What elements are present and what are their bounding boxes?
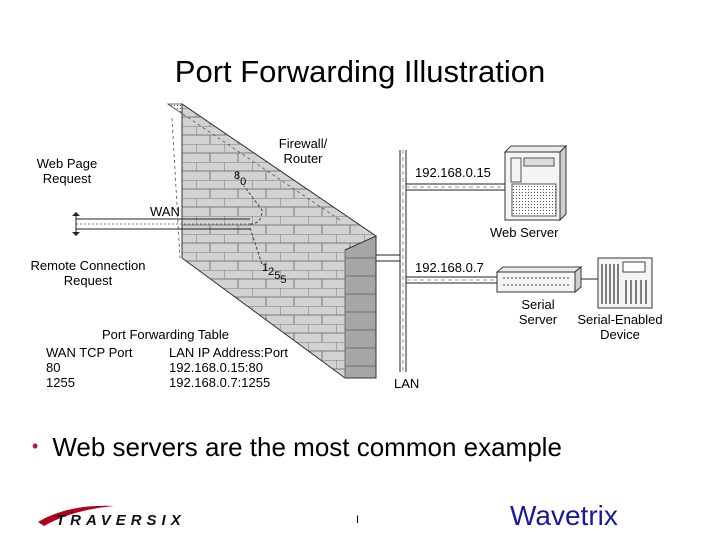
port-forwarding-table: WAN TCP Port LAN IP Address:Port 80 192.… <box>46 345 288 390</box>
port-80-digit-1: 8 <box>234 170 241 182</box>
firewall-router-line1: Firewall/ <box>278 136 328 151</box>
port-forwarding-table-title: Port Forwarding Table <box>102 327 229 342</box>
web-page-request-line1: Web Page <box>36 156 98 171</box>
port-1255-marker: 1255 <box>262 262 287 286</box>
table-cell-lan-address: 192.168.0.7:1255 <box>169 375 271 390</box>
firewall-router-label: Firewall/ Router <box>268 136 338 166</box>
lan-label: LAN <box>394 376 420 391</box>
port-80-marker: 80 <box>234 170 246 188</box>
wan-pipe <box>72 212 250 236</box>
web-server-label: Web Server <box>490 225 559 240</box>
slide-title: Port Forwarding Illustration <box>174 54 546 89</box>
port-1255-digit-2: 2 <box>268 266 275 278</box>
lan-backbone <box>376 150 505 372</box>
serial-server-icon <box>495 265 583 294</box>
table-header-lan-address: LAN IP Address:Port <box>169 345 288 360</box>
traversix-logo-text: TRAVERSIX <box>56 512 186 529</box>
bullet-text: Web servers are the most common example <box>52 432 562 462</box>
serial-server-ip-label: 192.168.0.7 <box>415 260 484 275</box>
serial-server-label: Serial Server <box>506 297 570 327</box>
web-page-request-line2: Request <box>42 171 92 186</box>
remote-connection-line1: Remote Connection <box>30 258 146 273</box>
table-cell-wan-port: 1255 <box>46 375 75 390</box>
traversix-logo: TRAVERSIX <box>38 505 186 529</box>
wan-label: WAN <box>150 204 180 219</box>
table-cell-lan-address: 192.168.0.15:80 <box>169 360 263 375</box>
table-header-wan-port: WAN TCP Port <box>46 345 133 360</box>
port-1255-digit-3: 5 <box>274 270 281 282</box>
firewall-router-line2: Router <box>283 151 323 166</box>
web-server-ip-label: 192.168.0.15 <box>415 165 491 180</box>
remote-connection-line2: Request <box>63 273 113 288</box>
table-header-row: WAN TCP Port LAN IP Address:Port <box>46 345 288 360</box>
port-80-digit-2: 0 <box>240 176 247 188</box>
slide-marker: I <box>356 514 360 526</box>
serial-device-line1: Serial-Enabled <box>577 312 663 327</box>
remote-connection-request-label: Remote Connection Request <box>20 258 156 288</box>
serial-device-line2: Device <box>600 327 640 342</box>
web-server-icon <box>503 144 568 222</box>
firewall-wall-side <box>344 235 377 379</box>
table-row: 1255 192.168.0.7:1255 <box>46 375 288 390</box>
table-row: 80 192.168.0.15:80 <box>46 360 288 375</box>
serial-device-icon <box>597 257 653 309</box>
port-1255-digit-1: 1 <box>262 262 269 274</box>
bullet-dot-icon: • <box>32 436 39 456</box>
bullet-item: • Web servers are the most common example <box>32 432 562 463</box>
serial-server-line1: Serial <box>521 297 555 312</box>
wavetrix-brand: Wavetrix <box>510 500 618 531</box>
web-page-request-label: Web Page Request <box>26 156 108 186</box>
table-cell-wan-port: 80 <box>46 360 61 375</box>
port-1255-digit-4: 5 <box>280 274 287 286</box>
serial-device-label: Serial-Enabled Device <box>572 312 668 342</box>
serial-server-line2: Server <box>518 312 558 327</box>
